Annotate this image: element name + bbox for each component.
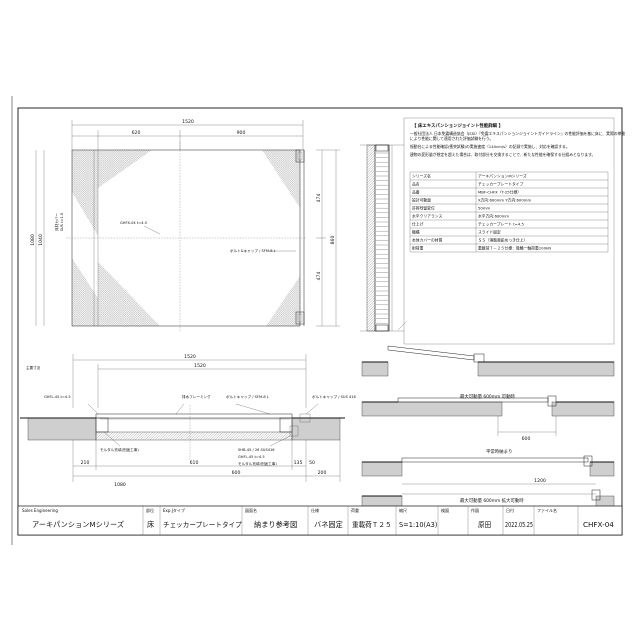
- section-dim-b4: 50: [309, 460, 315, 466]
- section-dim-b5: 1080: [114, 482, 126, 488]
- spec-row-key: 仕上げ: [412, 222, 424, 227]
- tb-scale-label: 縮尺: [399, 507, 407, 513]
- spec-row-value: チェッカープレート t=4.5: [478, 222, 524, 227]
- spec-row-value: 50mm: [478, 206, 491, 211]
- spec-intro-2: により性能に関して適用された評価試験を行う。: [410, 136, 493, 141]
- section-label-a: GHFL-45 t=4.5: [44, 395, 71, 399]
- tb-company: Sales Engineering: [22, 508, 58, 513]
- tb-scale: S=1:10(A3): [399, 521, 437, 529]
- tb-cat: 床: [147, 520, 154, 529]
- plan-dim-total: 1520: [182, 119, 194, 125]
- spec-row-key: 水平クリアランス: [412, 214, 443, 219]
- spec-row-key: 耐荷重: [412, 246, 424, 251]
- section-label-b: 排水フレーミング: [182, 394, 211, 399]
- tb-check-label: 検図: [441, 507, 449, 513]
- view1-caption: 最大可動量 600mm 可動時: [460, 393, 515, 400]
- plan-label-bolt: ボルト&キャップ / SFM-8 L: [230, 248, 276, 253]
- tb-file-label: ファイル名: [537, 507, 557, 513]
- section-label-e: モルタル充填(別途工事): [100, 447, 139, 452]
- tb-method-label: 仕様: [311, 507, 319, 513]
- section-dim-b6: 600: [232, 470, 241, 476]
- plan-hatch-bottom: [98, 262, 160, 326]
- tb-load: 重載荷Ｔ２５: [352, 520, 392, 529]
- section-label-d: ボルトキャップ / SUS 416: [312, 394, 357, 399]
- tb-author-label: 作図: [471, 507, 479, 513]
- section-dim-b1: 210: [81, 460, 90, 466]
- tb-drawing-label: 図面名: [245, 507, 257, 513]
- tb-type: チェッカープレートタイプ: [163, 520, 242, 529]
- section-dim-b2: 610: [190, 460, 199, 466]
- section-label-h: モルタル充填(別途工事): [238, 461, 277, 466]
- spec-row-key: 許容残留変位: [412, 206, 435, 211]
- plan-cover-note: 床材カバー: [54, 213, 59, 231]
- section-dim-b7: 200: [318, 470, 327, 476]
- spec-row-value: チェッカープレートタイプ: [478, 182, 524, 187]
- tb-method: バネ固定: [314, 520, 343, 529]
- plan-dim-right-lower: 474: [316, 272, 322, 281]
- movement-views: 最大可動量 600mm 可動時 600 平常時納まり 最大可動量 600mm 拡…: [361, 345, 615, 511]
- plan-label-center: GHFX-04 t=4.5: [120, 221, 147, 225]
- section-dim-b3: 135: [294, 460, 303, 466]
- tb-series: アーキパンションMシリーズ: [32, 520, 124, 529]
- view3-caption: 最大可動量 600mm 拡大可動時: [460, 497, 524, 504]
- tb-cat-label: 部位: [146, 507, 154, 513]
- tb-drawing: 納まり参考図: [254, 520, 297, 529]
- tb-author: 原田: [478, 521, 491, 529]
- title-block: Sales Engineering アーキパンションMシリーズ 部位 床 Exp…: [17, 505, 623, 536]
- plan-hatch-left-bottom: [72, 258, 98, 326]
- spec-row-key: 品番: [412, 190, 420, 195]
- spec-row-key: 品名: [412, 182, 420, 187]
- tb-date: 2022.05.25: [505, 521, 533, 529]
- section-label-f: SHB-45 / 26 SUS416: [238, 448, 275, 452]
- spec-row-value: MBF-CHFX（T-25仕様）: [478, 190, 521, 195]
- tb-type-label: Exp.Jタイプ: [163, 507, 185, 513]
- spec-intro-4: 建物の変形量が想定を超えた場合は、取付部分を交換することで、新たな性能を確保する…: [410, 152, 595, 157]
- plan-hatch-right-bottom: [266, 276, 300, 326]
- tb-file: CHFX-04: [583, 520, 614, 529]
- spec-row-value: スライド固定: [478, 230, 501, 235]
- spec-row-value: アーキパンションMシリーズ: [478, 174, 527, 179]
- section-side-label: 主要寸法: [26, 365, 41, 370]
- plan-dim-left: 620: [132, 130, 141, 136]
- plan-dim-right-total: 860: [330, 236, 336, 245]
- spec-row-value: ＳＳ（溶融亜鉛めっき仕上）: [478, 238, 527, 243]
- plan-dim-height-inner: 1040: [38, 234, 44, 246]
- section-view: 主要寸法 1520 1520 GHFL-45 t=4.5 排水フレーミング ボル…: [20, 354, 357, 488]
- section-label-c: ボルトキャップ / SFM-8 L: [226, 394, 269, 399]
- tb-date-label: 日付: [506, 507, 514, 513]
- view3-dim: 1200: [534, 478, 546, 484]
- side-elevation: [360, 144, 407, 332]
- view2-caption: 平常時納まり: [486, 448, 512, 455]
- tb-load-label: 荷重: [351, 507, 359, 513]
- plan-dim-height: 1080: [30, 234, 36, 246]
- section-dim-total: 1520: [184, 354, 196, 360]
- spec-row-value: X方向:600mm Y方向:600mm: [478, 198, 531, 203]
- plan-hatch-top: [98, 150, 152, 188]
- spec-row-key: シリーズ名: [412, 174, 431, 179]
- spec-row-value: 重載荷Ｔ－２５仕様：後輪一軸荷重100kN: [478, 246, 551, 251]
- spec-panel: 【 床エキスパンションジョイント性能詳細 】 一般社団法人 日本免震構造協会（J…: [403, 117, 625, 345]
- plan-hatch-right: [262, 150, 300, 208]
- section-dim-inner: 1520: [194, 363, 206, 369]
- plan-cover-note2: SUS t=1.5: [60, 213, 64, 231]
- plan-dim-right-upper: 474: [316, 194, 322, 203]
- plan-dim-right: 900: [237, 130, 246, 136]
- spec-title: 【 床エキスパンションジョイント性能詳細 】: [412, 122, 503, 129]
- plan-view: 1520 620 900 1080 1040 床材カバー SUS t=1.5: [30, 119, 340, 332]
- plan-hatch-left-top: [72, 150, 98, 236]
- spec-intro-3: 振動台による性能確認(衝突試験)の実施速度（140cm/s）の記録で実施し、対応…: [410, 144, 570, 149]
- view2-dim: 600: [522, 436, 531, 442]
- spec-intro-1: 一般社団法人 日本免震構造協会（JSSI）『免震エキスパンションジョイントガイド…: [410, 131, 625, 136]
- section-label-g: GHFL-45 t=4.5: [238, 455, 265, 459]
- spec-row-key: 機構: [412, 230, 420, 235]
- spec-row-key: 本体カバーの材質: [412, 238, 443, 243]
- spec-row-value: 水平方向:600mm: [478, 214, 509, 219]
- spec-row-key: 設計可動量: [412, 198, 431, 203]
